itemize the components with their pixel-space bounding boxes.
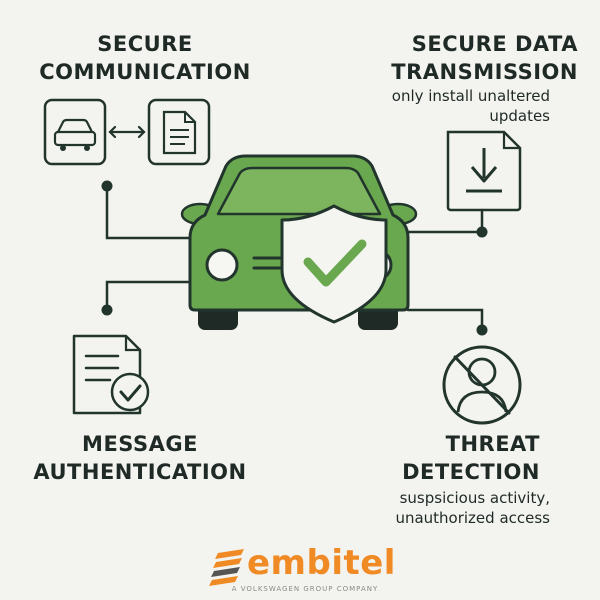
connector-secure-comm (105, 184, 194, 240)
embitel-logo: embitel A VOLKSWAGEN GROUP COMPANY (215, 543, 396, 593)
shield-check-icon (280, 204, 388, 324)
double-arrow-icon (108, 125, 146, 139)
threat-detection-title: THREAT DETECTION (402, 432, 540, 484)
message-authentication-title: MESSAGE AUTHENTICATION (33, 432, 247, 484)
secure-communication-title: SECURE COMMUNICATION (39, 32, 251, 84)
document-icon (147, 98, 211, 166)
brand-tagline: A VOLKSWAGEN GROUP COMPANY (231, 585, 379, 593)
secure-data-transmission-title: SECURE DATA TRANSMISSION (391, 32, 578, 84)
download-icon (446, 130, 522, 212)
threat-detection-caption: suspsicious activity, unauthorized acces… (395, 489, 550, 527)
connector-lines (105, 184, 484, 332)
brand-name: embitel (247, 543, 396, 583)
connector-dots (101, 180, 488, 336)
car-icon (43, 98, 107, 166)
blocked-user-icon (442, 345, 522, 425)
secure-data-transmission-caption: only install unaltered updates (391, 87, 550, 125)
embitel-logo-mark (209, 549, 244, 586)
connector-threat (406, 308, 484, 332)
message-check-icon (72, 334, 150, 415)
connector-msg-auth (105, 280, 192, 312)
